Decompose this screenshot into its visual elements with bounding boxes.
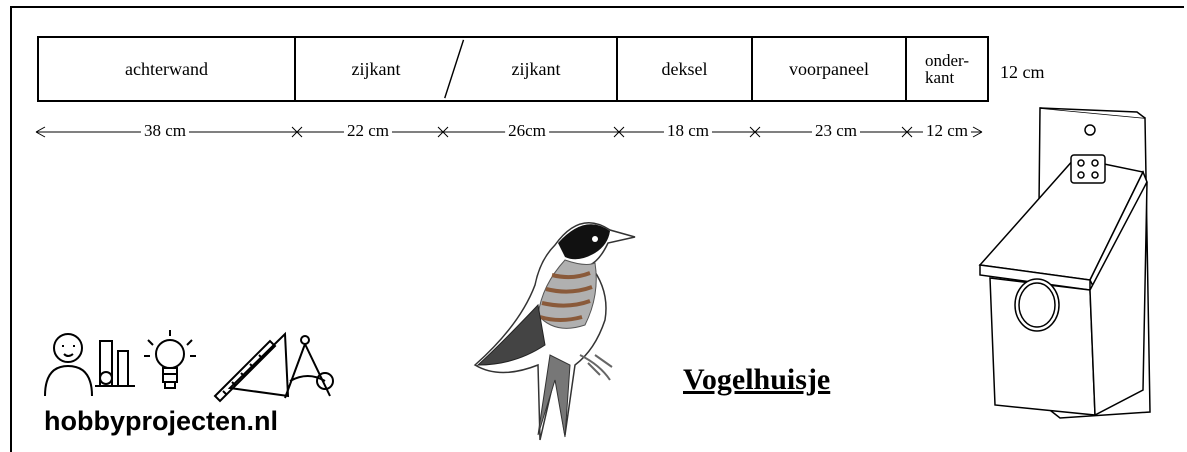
lightbulb-icon xyxy=(144,330,196,389)
child-experiment-icon xyxy=(44,333,135,397)
diagonal-cut-line xyxy=(444,39,465,99)
dimension-label: 18 cm xyxy=(663,121,713,141)
plank-width-label: 12 cm xyxy=(1000,62,1045,82)
plank-label: voorpaneel xyxy=(789,58,869,79)
plank-zijkanten: zijkant zijkant xyxy=(296,38,618,100)
plank-voorpaneel: voorpaneel xyxy=(753,38,907,100)
plank-achterwand: achterwand xyxy=(39,38,296,100)
compass-icon xyxy=(284,335,334,399)
plank-deksel: deksel xyxy=(618,38,753,100)
dimension-label: 12 cm xyxy=(922,121,972,141)
bird-illustration xyxy=(473,222,636,441)
plank-label: zijkant xyxy=(351,58,401,79)
dimension-label: 26cm xyxy=(505,121,549,141)
dimension-label: 23 cm xyxy=(811,121,861,141)
plank-label: zijkant xyxy=(511,58,561,79)
plank-label-line1: onder- xyxy=(924,51,970,70)
ruler-set-square-icon xyxy=(213,331,290,403)
dimension-label: 38 cm xyxy=(140,121,190,141)
plank-label: deksel xyxy=(661,58,708,79)
birdhouse-illustration xyxy=(978,107,1151,419)
brand-name: hobbyprojecten.nl xyxy=(44,406,279,436)
dimension-label: 22 cm xyxy=(343,121,393,141)
plank-onderkant: onder- kant xyxy=(907,38,987,100)
plank-label: achterwand xyxy=(125,58,208,79)
logo-icons xyxy=(44,330,334,403)
frame-border xyxy=(10,6,1184,452)
plank-label-line2: kant xyxy=(924,68,955,87)
plank-layout: achterwand zijkant zijkant deksel voorpa… xyxy=(37,36,989,102)
page-title: Vogelhuisje xyxy=(683,363,831,396)
